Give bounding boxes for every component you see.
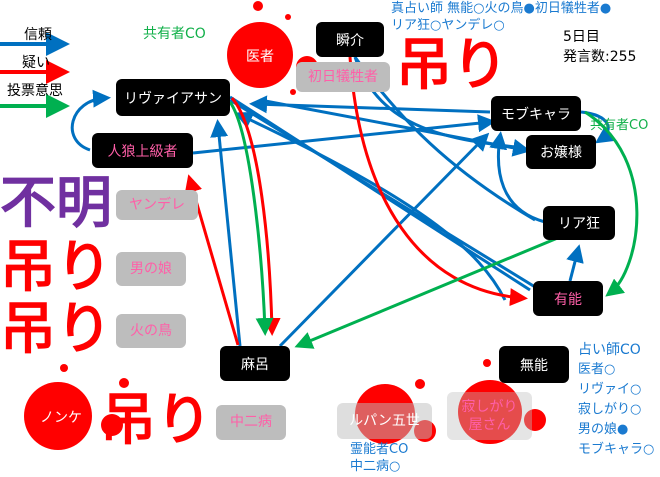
day-label: 5日目 [563,29,600,45]
hanged-label-chuuni: 吊り [100,388,212,453]
node-ojou[interactable]: お嬢様 [526,135,596,169]
node-mob[interactable]: モブキャラ [491,96,581,131]
dead-hinotori[interactable]: 火の鳥 [116,314,186,348]
munou-claim-2: リヴァイ○ [578,382,642,397]
dead-doctor[interactable]: 医者 [246,48,274,65]
dead-lupin[interactable]: ルパン五世 [337,403,432,439]
hanged-label-hinotori: 吊り [0,297,112,362]
dead-otokonoko[interactable]: 男の娘 [116,252,186,286]
node-werewolf-expert[interactable]: 人狼上級者 [92,133,193,168]
munou-claim-1: 医者○ [578,362,616,377]
unknown-label: 不明 [0,171,112,236]
node-yuunou[interactable]: 有能 [533,281,603,316]
munou-claim-3: 寂しがり○ [578,402,642,417]
node-leviathan[interactable]: リヴァイアサン [116,79,230,116]
hanged-label-first: 吊り [396,33,508,98]
dead-sabishigari[interactable]: 寂しがり 屋さん [447,392,532,440]
post-count: 発言数:255 [563,49,637,65]
sharer-co-right: 共有者CO [590,118,649,133]
node-munou[interactable]: 無能 [499,346,569,383]
legend-doubt: 疑い [22,55,50,71]
munou-claim-5: モブキャラ○ [578,442,655,457]
hanged-label-otokonoko: 吊り [0,235,112,300]
legend-trust: 信頼 [24,27,52,43]
dead-sabishigari-line1: 寂しがり [461,398,518,415]
dead-chuuni[interactable]: 中二病 [216,405,286,440]
dead-nonke[interactable]: ノンケ [40,410,82,427]
dead-yandere[interactable]: ヤンデレ [116,190,198,220]
medium-co: 霊能者CO [350,442,409,457]
dead-first-victim[interactable]: 初日犠牲者 [296,62,390,92]
dead-sabishigari-line2: 屋さん [468,417,511,433]
legend-vote: 投票意思 [7,83,63,99]
sharer-co-top: 共有者CO [143,26,206,42]
munou-claim-4: 男の娘● [578,422,629,437]
medium-result: 中二病○ [350,459,401,474]
munou-claim-0: 占い師CO [578,342,641,358]
node-riakyo[interactable]: リア狂 [543,206,615,240]
node-shunsuke[interactable]: 瞬介 [316,22,384,57]
seer-result-line2: リア狂○ヤンデレ○ [391,18,505,33]
seer-result-line1: 真占い師 無能○火の鳥●初日犠牲者● [391,1,612,16]
node-maro[interactable]: 麻呂 [220,346,290,381]
